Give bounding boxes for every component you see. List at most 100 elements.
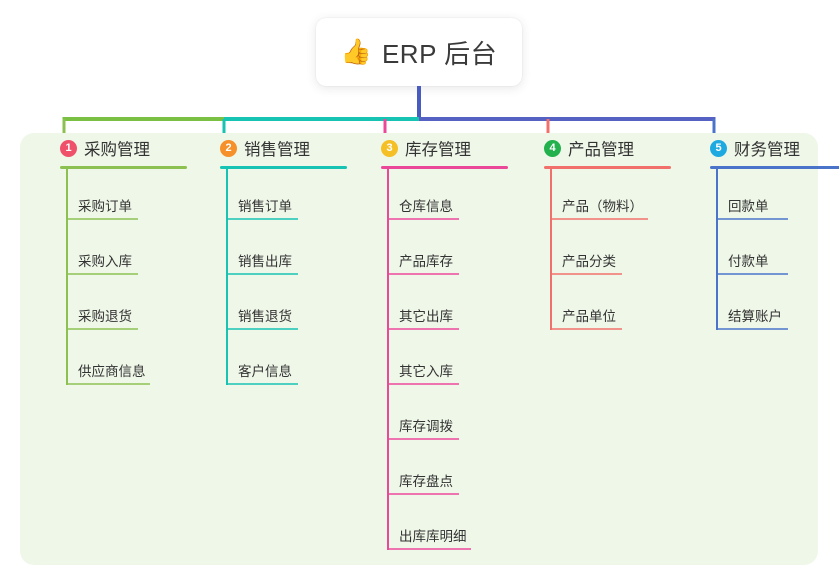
leaf-label: 产品库存	[399, 254, 453, 269]
leaf-rule	[226, 328, 298, 330]
leaf-label: 销售订单	[238, 199, 292, 214]
root-node-title: ERP 后台	[381, 38, 498, 69]
leaf-label: 其它入库	[399, 364, 453, 379]
branch-spine-2	[226, 169, 228, 385]
leaf-item[interactable]: 结算账户	[692, 279, 839, 334]
branch-leaf-list-4: 产品（物料） 产品分类产品单位	[526, 169, 686, 334]
branch-column-2: 2 销售管理销售订单销售出库销售退货客户信息	[202, 133, 362, 389]
leaf-rule	[387, 273, 459, 275]
leaf-item[interactable]: 采购退货	[42, 279, 202, 334]
leaf-item[interactable]: 销售订单	[202, 169, 362, 224]
leaf-rule	[226, 218, 298, 220]
leaf-label: 采购入库	[78, 254, 132, 269]
branch-title-2: 销售管理	[244, 141, 310, 159]
leaf-label: 供应商信息	[78, 364, 146, 379]
leaf-rule	[66, 218, 138, 220]
leaf-item[interactable]: 其它出库	[363, 279, 523, 334]
branch-spine-5	[716, 169, 718, 330]
thumbs-up-icon: 👍	[340, 37, 372, 66]
leaf-item[interactable]: 销售出库	[202, 224, 362, 279]
leaf-item[interactable]: 回款单	[692, 169, 839, 224]
branch-title-3: 库存管理	[405, 141, 471, 159]
leaf-rule	[716, 218, 788, 220]
leaf-label: 付款单	[728, 254, 769, 269]
leaf-rule	[66, 383, 150, 385]
branch-leaf-list-2: 销售订单销售出库销售退货客户信息	[202, 169, 362, 389]
branch-rule-1	[60, 166, 187, 169]
branch-title-4: 产品管理	[568, 141, 634, 159]
branch-badge-2: 2	[220, 139, 237, 157]
branch-rule-4	[544, 166, 671, 169]
leaf-label: 产品分类	[562, 254, 616, 269]
leaf-rule	[226, 273, 298, 275]
branch-badge-1: 1	[60, 139, 77, 157]
leaf-item[interactable]: 产品（物料）	[526, 169, 686, 224]
branch-rule-3	[381, 166, 508, 169]
leaf-item[interactable]: 仓库信息	[363, 169, 523, 224]
leaf-rule	[387, 218, 459, 220]
leaf-rule	[387, 548, 471, 550]
leaf-label: 采购退货	[78, 309, 132, 324]
leaf-item[interactable]: 产品分类	[526, 224, 686, 279]
branch-title-5: 财务管理	[734, 141, 800, 159]
leaf-label: 库存盘点	[399, 474, 453, 489]
branch-column-5: 5 财务管理回款单付款单结算账户	[692, 133, 839, 334]
leaf-rule	[387, 438, 459, 440]
leaf-rule	[550, 273, 622, 275]
leaf-rule	[550, 328, 622, 330]
leaf-label: 库存调拨	[399, 419, 453, 434]
leaf-item[interactable]: 销售退货	[202, 279, 362, 334]
leaf-label: 仓库信息	[399, 199, 453, 214]
leaf-label: 回款单	[728, 199, 769, 214]
leaf-rule	[550, 218, 648, 220]
leaf-label: 产品单位	[562, 309, 616, 324]
leaf-label: 客户信息	[238, 364, 292, 379]
branch-rule-2	[220, 166, 347, 169]
branch-rule-5	[710, 166, 839, 169]
branch-leaf-list-1: 采购订单采购入库采购退货供应商信息	[42, 169, 202, 389]
branch-header-5[interactable]: 5 财务管理	[692, 133, 839, 163]
leaf-label: 出库库明细	[399, 529, 467, 544]
branch-leaf-list-3: 仓库信息产品库存其它出库其它入库库存调拨库存盘点出库库明细	[363, 169, 523, 554]
leaf-label: 产品（物料）	[562, 199, 643, 214]
branch-column-4: 4 产品管理产品（物料） 产品分类产品单位	[526, 133, 686, 334]
leaf-rule	[66, 273, 138, 275]
leaf-rule	[387, 493, 459, 495]
leaf-item[interactable]: 客户信息	[202, 334, 362, 389]
leaf-item[interactable]: 供应商信息	[42, 334, 202, 389]
branch-spine-3	[387, 169, 389, 550]
leaf-item[interactable]: 付款单	[692, 224, 839, 279]
leaf-item[interactable]: 库存盘点	[363, 444, 523, 499]
leaf-item[interactable]: 产品单位	[526, 279, 686, 334]
leaf-rule	[716, 328, 788, 330]
branch-header-2[interactable]: 2 销售管理	[202, 133, 362, 163]
leaf-rule	[716, 273, 788, 275]
leaf-item[interactable]: 其它入库	[363, 334, 523, 389]
leaf-label: 销售退货	[238, 309, 292, 324]
leaf-label: 采购订单	[78, 199, 132, 214]
branch-spine-1	[66, 169, 68, 385]
leaf-item[interactable]: 采购订单	[42, 169, 202, 224]
branch-badge-3: 3	[381, 139, 398, 157]
leaf-item[interactable]: 出库库明细	[363, 499, 523, 554]
root-node[interactable]: 👍 ERP 后台	[316, 18, 522, 86]
branch-badge-5: 5	[710, 139, 727, 157]
branch-badge-4: 4	[544, 139, 561, 157]
leaf-label: 销售出库	[238, 254, 292, 269]
branch-header-4[interactable]: 4 产品管理	[526, 133, 686, 163]
leaf-rule	[387, 328, 459, 330]
leaf-item[interactable]: 产品库存	[363, 224, 523, 279]
branch-spine-4	[550, 169, 552, 330]
leaf-rule	[226, 383, 298, 385]
branch-leaf-list-5: 回款单付款单结算账户	[692, 169, 839, 334]
leaf-label: 结算账户	[728, 309, 782, 324]
branch-column-3: 3 库存管理仓库信息产品库存其它出库其它入库库存调拨库存盘点出库库明细	[363, 133, 523, 554]
leaf-rule	[387, 383, 459, 385]
branch-header-3[interactable]: 3 库存管理	[363, 133, 523, 163]
leaf-item[interactable]: 库存调拨	[363, 389, 523, 444]
leaf-item[interactable]: 采购入库	[42, 224, 202, 279]
